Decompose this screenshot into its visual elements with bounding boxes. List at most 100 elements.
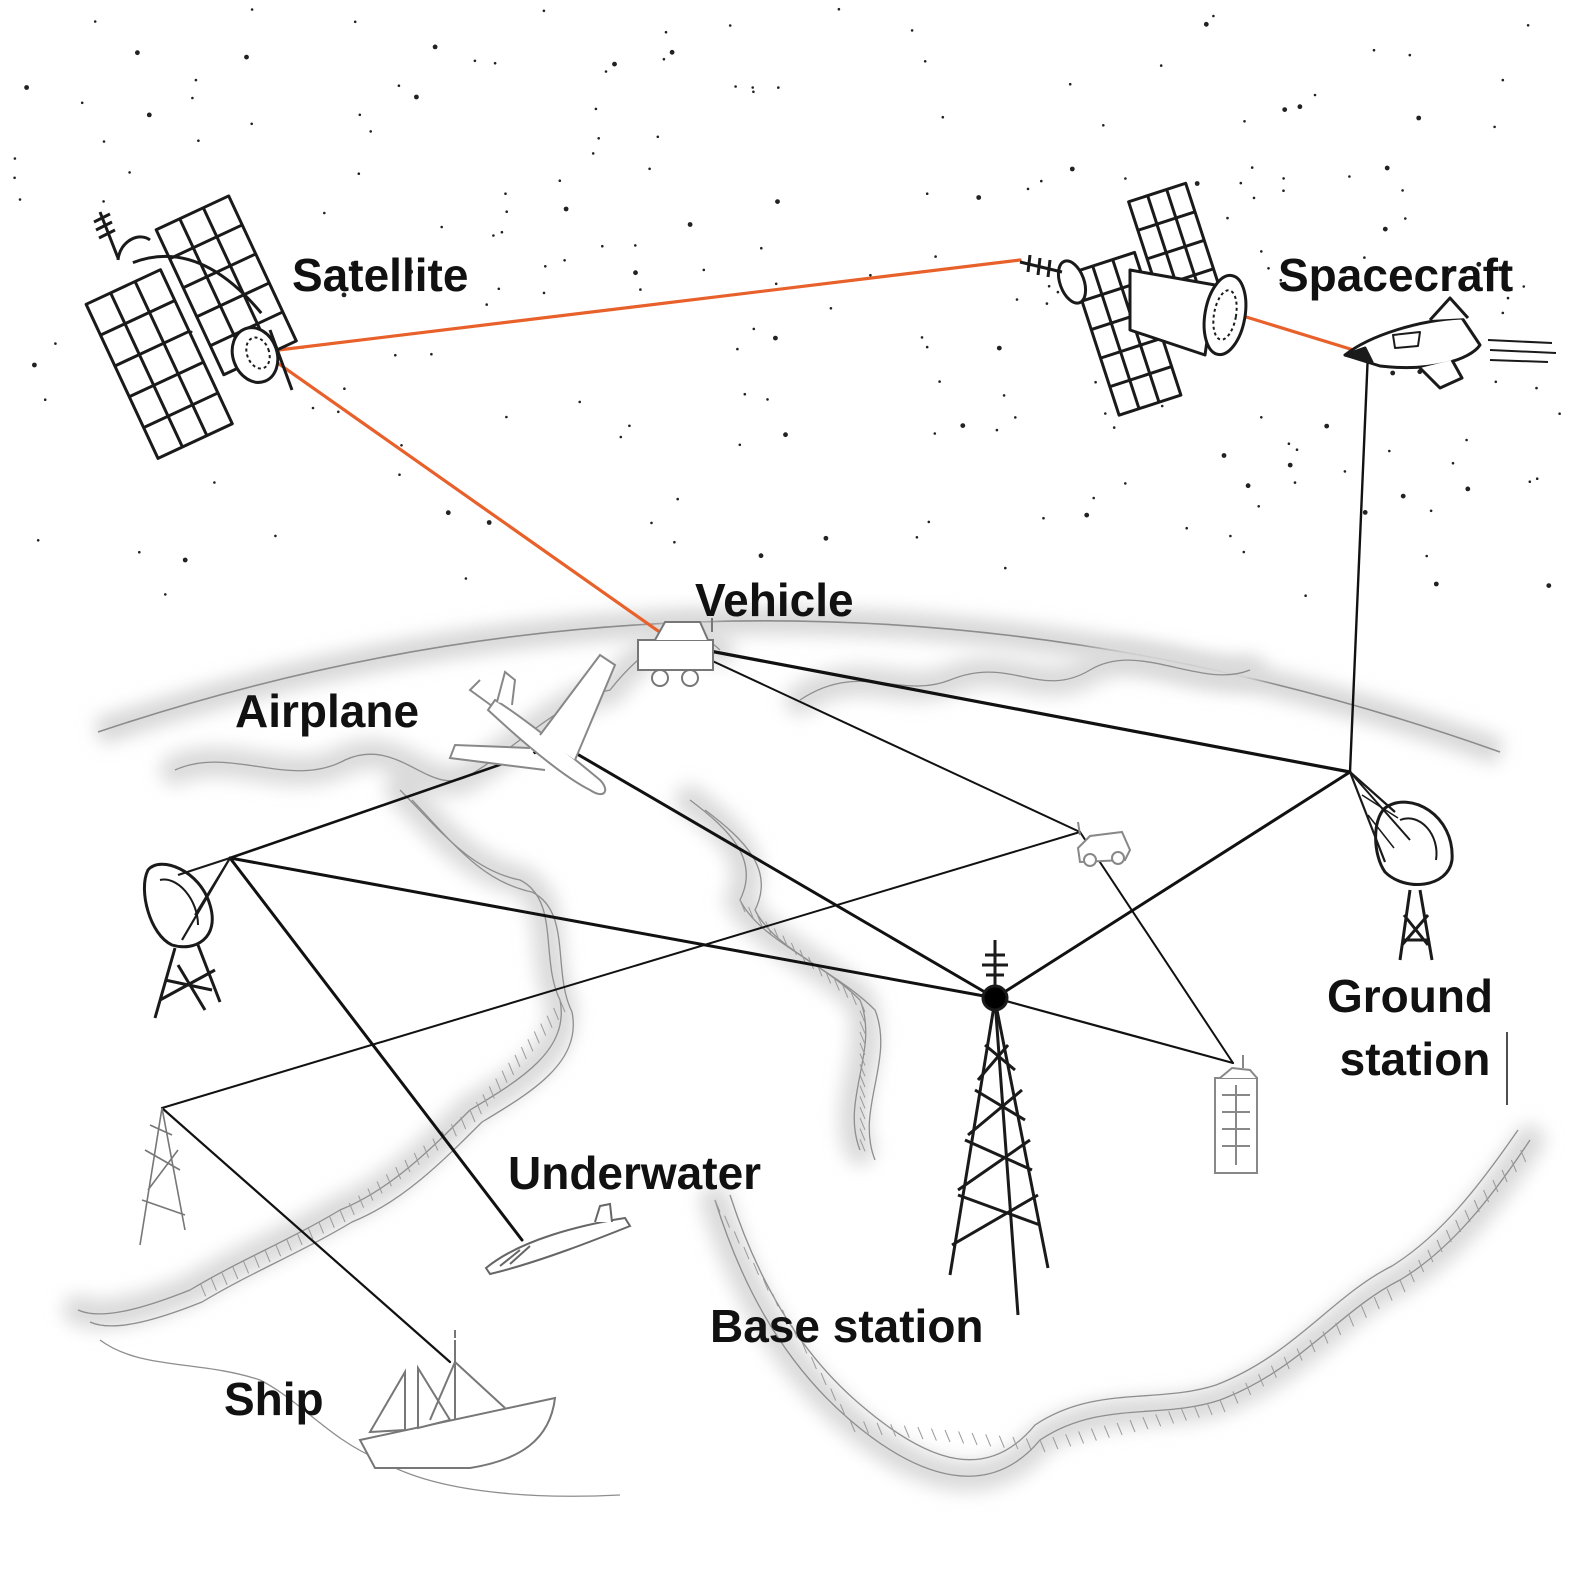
star	[601, 244, 604, 248]
star	[1282, 189, 1285, 192]
star	[485, 303, 489, 306]
coast-hatch	[1129, 1419, 1136, 1433]
star	[656, 135, 660, 139]
coast-hatch	[488, 1086, 495, 1099]
star	[356, 266, 359, 269]
coast-hatch	[285, 1238, 292, 1251]
coast-hatch	[1103, 1425, 1110, 1438]
mast-icon	[139, 1107, 186, 1246]
star	[542, 9, 546, 13]
star	[1465, 486, 1471, 492]
star	[1476, 261, 1482, 267]
coast-hatch	[859, 1064, 866, 1077]
star	[542, 291, 546, 295]
coast-hatch	[1193, 1405, 1200, 1418]
coast-hatch	[1436, 1239, 1443, 1253]
star	[138, 550, 141, 554]
star	[1045, 302, 1049, 305]
coast-hatch	[791, 1325, 798, 1338]
star	[558, 179, 562, 182]
coast-hatch	[859, 1021, 866, 1034]
space-links	[260, 258, 1362, 647]
star	[337, 410, 340, 414]
coast-hatch	[944, 1429, 951, 1443]
star	[213, 481, 216, 484]
base-station-tower-icon	[948, 940, 1050, 1316]
coast-hatch	[1039, 1439, 1046, 1453]
star	[823, 535, 829, 541]
star	[440, 225, 444, 229]
coast-hatch	[1245, 1382, 1252, 1396]
star	[341, 292, 347, 298]
star	[597, 137, 600, 140]
coast-hatch	[756, 914, 763, 927]
star	[24, 85, 29, 90]
coast-hatch	[482, 1094, 489, 1107]
star	[1293, 481, 1297, 484]
star	[752, 327, 756, 331]
star	[274, 534, 277, 538]
star	[93, 20, 97, 23]
coast-hatch	[1309, 1339, 1316, 1353]
coast-hatch	[559, 999, 566, 1013]
star	[1535, 386, 1538, 390]
star	[650, 521, 653, 525]
coast-hatch	[450, 1124, 457, 1137]
building-icon	[1214, 1055, 1258, 1174]
star	[578, 400, 581, 404]
star	[18, 198, 22, 201]
star	[923, 60, 927, 63]
star	[1506, 296, 1510, 300]
coast-hatch	[1219, 1399, 1226, 1413]
star	[925, 192, 929, 195]
star	[1279, 278, 1283, 282]
coast-hatch	[469, 1109, 476, 1123]
star	[102, 140, 106, 143]
star	[760, 246, 763, 250]
star	[1226, 216, 1229, 220]
coast-hatch	[801, 1341, 808, 1354]
star	[920, 336, 924, 339]
star	[1185, 526, 1188, 530]
coast-hatch	[876, 1422, 883, 1436]
star	[394, 353, 397, 357]
star	[1447, 268, 1450, 271]
star	[766, 398, 769, 401]
star	[976, 195, 982, 200]
ship-icon	[358, 1330, 557, 1469]
star	[194, 78, 198, 82]
star	[1535, 477, 1539, 481]
coast-hatch	[859, 1031, 866, 1045]
ground-station-label-line1: Ground	[1326, 970, 1494, 1022]
coast-hatch	[859, 1085, 866, 1098]
star	[1348, 175, 1351, 178]
star	[563, 206, 569, 212]
star	[1362, 510, 1368, 515]
star	[752, 90, 755, 94]
star	[1203, 21, 1209, 27]
coast-hatch	[1078, 1431, 1085, 1444]
star	[743, 392, 747, 396]
star	[1313, 93, 1317, 97]
coast-hatch	[475, 1101, 482, 1115]
star	[773, 335, 778, 341]
star	[676, 497, 679, 501]
star	[128, 171, 131, 174]
star	[1102, 124, 1105, 127]
star	[837, 7, 841, 11]
star	[544, 265, 547, 268]
star	[1212, 14, 1215, 18]
coast-hatch	[221, 1272, 228, 1286]
star	[1382, 226, 1388, 232]
star	[505, 210, 509, 213]
star	[197, 139, 200, 142]
star	[1390, 370, 1396, 376]
star	[702, 268, 706, 272]
star	[353, 20, 357, 24]
star	[1494, 380, 1498, 384]
star	[777, 86, 780, 89]
relay-satellite-icon	[1019, 181, 1248, 417]
star	[619, 435, 623, 439]
coast-hatch	[859, 1042, 866, 1056]
